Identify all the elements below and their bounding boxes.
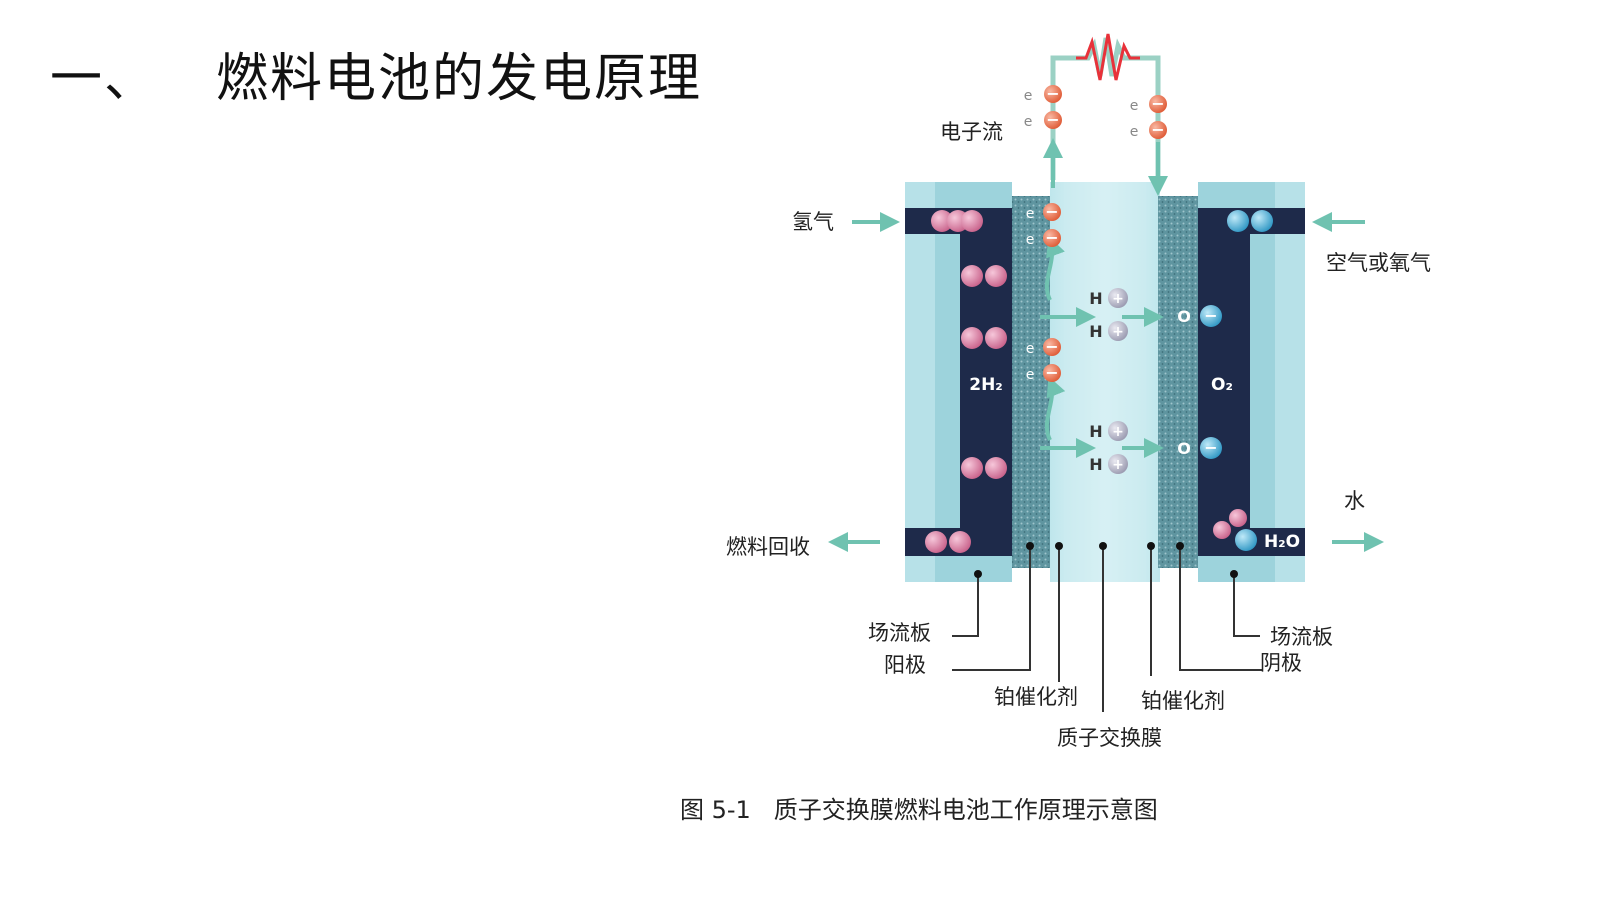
svg-text:H: H — [1089, 289, 1102, 308]
svg-text:−: − — [1046, 110, 1059, 129]
fuel-recycle-label: 燃料回收 — [726, 535, 810, 559]
svg-text:−: − — [1045, 228, 1058, 247]
leader-lines — [952, 546, 1262, 712]
svg-text:−: − — [1151, 94, 1164, 113]
electron-flow-label: 电子流 — [940, 120, 1003, 144]
membrane-core — [1064, 182, 1146, 582]
svg-text:−: − — [1045, 363, 1058, 382]
leader-dots — [974, 542, 1238, 578]
page-title: 一、燃料电池的发电原理 — [50, 36, 702, 111]
electron-path-lower — [1044, 376, 1066, 441]
svg-text:O: O — [1177, 439, 1191, 458]
resistor-icon — [1076, 33, 1140, 81]
svg-text:+: + — [1112, 291, 1124, 307]
svg-text:+: + — [1112, 457, 1124, 473]
svg-text:H: H — [1089, 322, 1102, 341]
anode-label: 阳极 — [884, 653, 926, 677]
h2o-label: H₂O — [1264, 532, 1300, 552]
svg-text:−: − — [1151, 120, 1164, 139]
pt-catalyst-left-label: 铂催化剂 — [994, 685, 1078, 709]
svg-text:−: − — [1045, 337, 1058, 356]
air-oxygen-label: 空气或氧气 — [1326, 251, 1431, 275]
hydrogen-molecules — [925, 210, 1247, 553]
left-plate-highlight — [905, 182, 935, 582]
o2-label: O₂ — [1211, 375, 1233, 395]
svg-text:−: − — [1046, 84, 1059, 103]
water-label: 水 — [1344, 489, 1365, 513]
anode-catalyst-layer — [1012, 196, 1050, 568]
proton-labels: H H H H + + + + — [1089, 289, 1124, 474]
external-circuit — [1050, 33, 1161, 180]
electrons — [1043, 85, 1167, 382]
electron-labels: e e e e e e e e — [1024, 88, 1139, 383]
cathode-chamber — [1198, 208, 1305, 556]
protons — [1108, 288, 1128, 474]
electron-minus-signs: − − − − − − − − — [1045, 84, 1164, 382]
svg-text:H: H — [1089, 422, 1102, 441]
right-plate-highlight — [1275, 182, 1305, 582]
svg-text:e: e — [1024, 114, 1033, 130]
svg-text:e: e — [1026, 206, 1035, 222]
figure-caption: 图 5-1 质子交换膜燃料电池工作原理示意图 — [680, 796, 1158, 824]
title-number: 一、 — [50, 49, 159, 109]
cathode-catalyst-layer — [1158, 196, 1198, 568]
svg-text:+: + — [1112, 424, 1124, 440]
h2-label: 2H₂ — [969, 375, 1003, 395]
svg-text:e: e — [1130, 98, 1139, 114]
cathode-label: 阴极 — [1260, 651, 1302, 675]
hydrogen-label: 氢气 — [792, 210, 834, 234]
title-text: 燃料电池的发电原理 — [216, 49, 703, 109]
pem-label: 质子交换膜 — [1057, 726, 1162, 750]
svg-text:−: − — [1204, 438, 1217, 457]
flow-plate-right-label: 场流板 — [1270, 625, 1333, 649]
svg-text:e: e — [1130, 124, 1139, 140]
svg-text:e: e — [1026, 341, 1035, 357]
svg-text:e: e — [1024, 88, 1033, 104]
svg-text:−: − — [1204, 306, 1217, 325]
pt-catalyst-right-label: 铂催化剂 — [1141, 689, 1225, 713]
flow-plate-left-label: 场流板 — [868, 621, 931, 645]
svg-text:e: e — [1026, 367, 1035, 383]
svg-text:−: − — [1045, 202, 1058, 221]
svg-text:O: O — [1177, 307, 1191, 326]
svg-text:e: e — [1026, 232, 1035, 248]
oxygen-molecules — [1227, 210, 1273, 551]
svg-text:+: + — [1112, 324, 1124, 340]
oxygen-ions: O O − − — [1177, 305, 1222, 459]
svg-text:H: H — [1089, 455, 1102, 474]
